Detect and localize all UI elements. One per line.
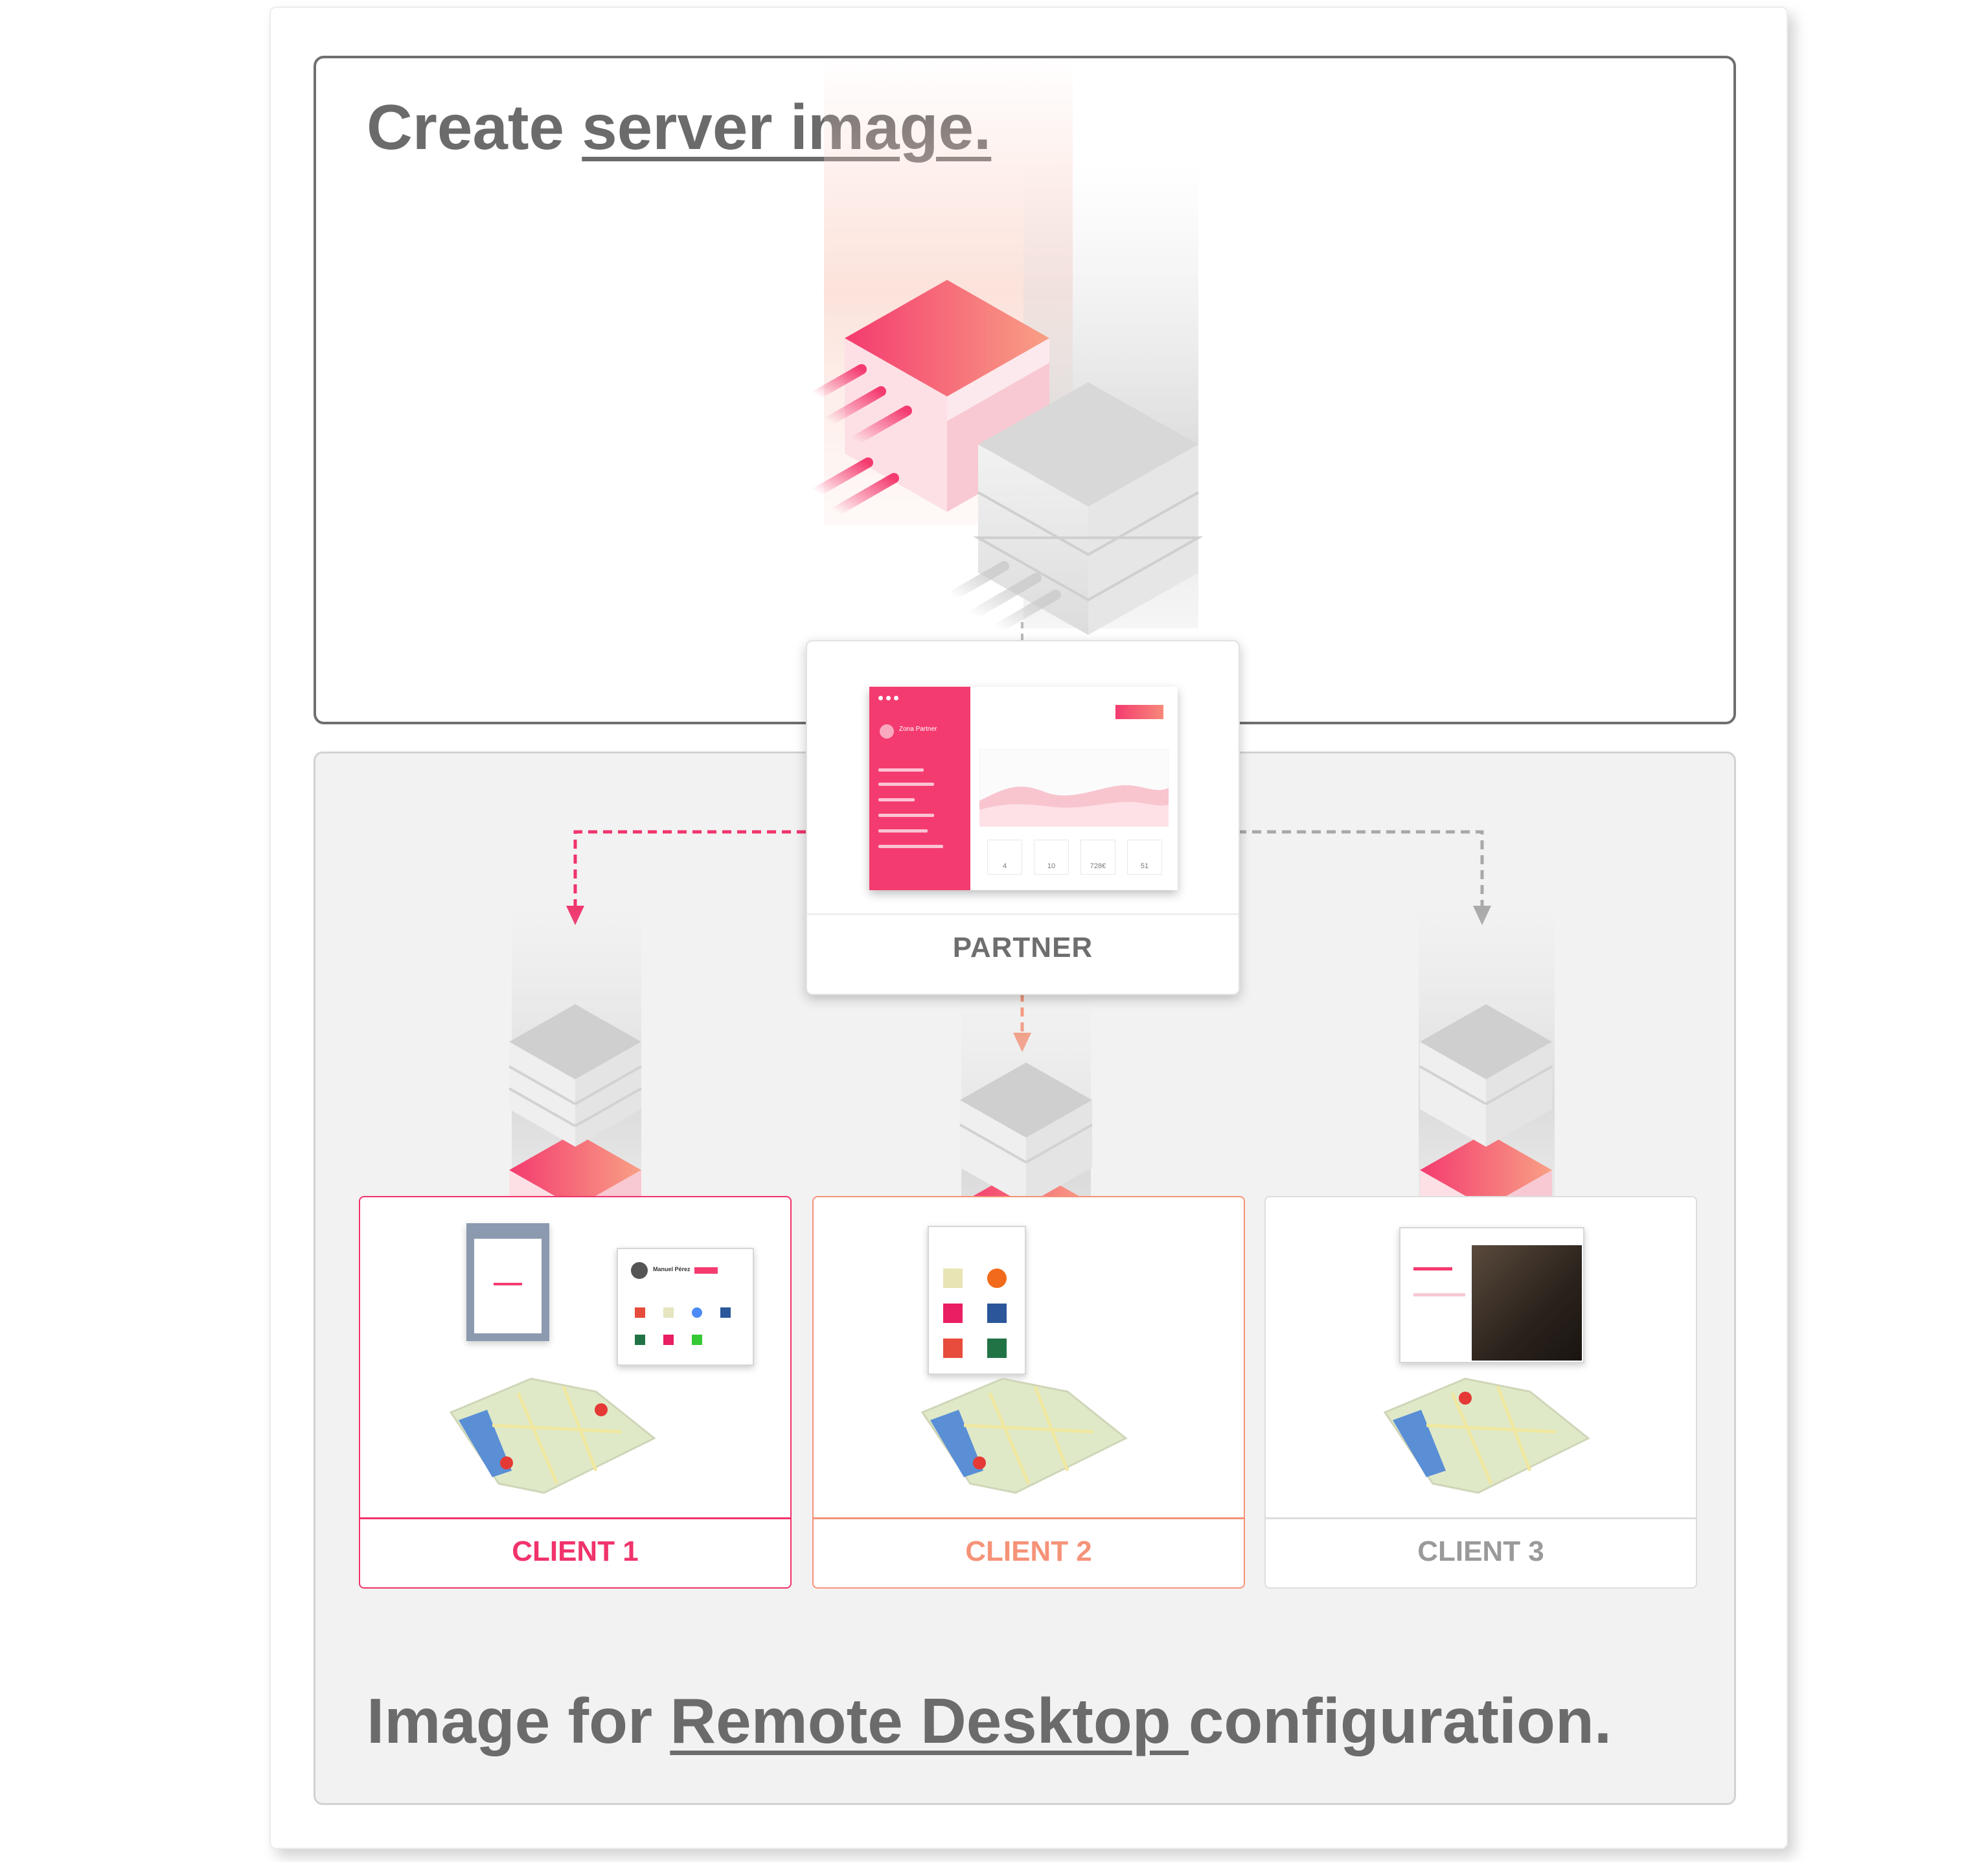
dashboard-zone-label: Zona Partner xyxy=(899,726,937,733)
login-window-preview xyxy=(466,1223,549,1341)
dashboard-stat: 4 xyxy=(987,840,1022,875)
dashboard-area-chart xyxy=(979,749,1169,827)
client-label: CLIENT 1 xyxy=(512,1535,639,1567)
heading-prefix: Create xyxy=(367,91,582,163)
heading-link[interactable]: server image. xyxy=(582,91,992,163)
partner-label: PARTNER xyxy=(952,932,1093,963)
partner-card[interactable]: Zona Partner 4 10 728€ 51 PARTNER xyxy=(806,640,1240,995)
heading-suffix: configuration. xyxy=(1188,1685,1612,1756)
remote-desktop-heading: Image for Remote Desktop configuration. xyxy=(367,1684,1612,1758)
heading-link[interactable]: Remote Desktop xyxy=(670,1685,1189,1756)
dashboard-button xyxy=(1115,705,1163,719)
client-divider xyxy=(1266,1517,1696,1519)
partner-dashboard-preview: Zona Partner 4 10 728€ 51 xyxy=(869,687,1178,890)
user-name: Manuel Pérez xyxy=(653,1266,691,1272)
server-image-heading: Create server image. xyxy=(367,91,991,164)
heading-prefix: Image for xyxy=(367,1685,670,1756)
dashboard-sidebar: Zona Partner xyxy=(869,687,970,890)
client-label: CLIENT 3 xyxy=(1417,1535,1544,1567)
dashboard-stat: 10 xyxy=(1034,840,1069,875)
client-divider xyxy=(814,1517,1244,1519)
client-card-2[interactable]: CLIENT 2 xyxy=(812,1196,1245,1589)
avatar xyxy=(880,724,894,739)
remote-desktop-window-preview: Manuel Pérez xyxy=(617,1248,754,1366)
dashboard-stat: 51 xyxy=(1127,840,1162,875)
client-label: CLIENT 2 xyxy=(965,1535,1092,1567)
dashboard-stat: 728€ xyxy=(1080,840,1115,875)
client-divider xyxy=(360,1517,790,1519)
login-photo-window-preview xyxy=(1399,1227,1584,1363)
apps-window-preview xyxy=(928,1226,1026,1375)
partner-divider xyxy=(807,914,1239,915)
